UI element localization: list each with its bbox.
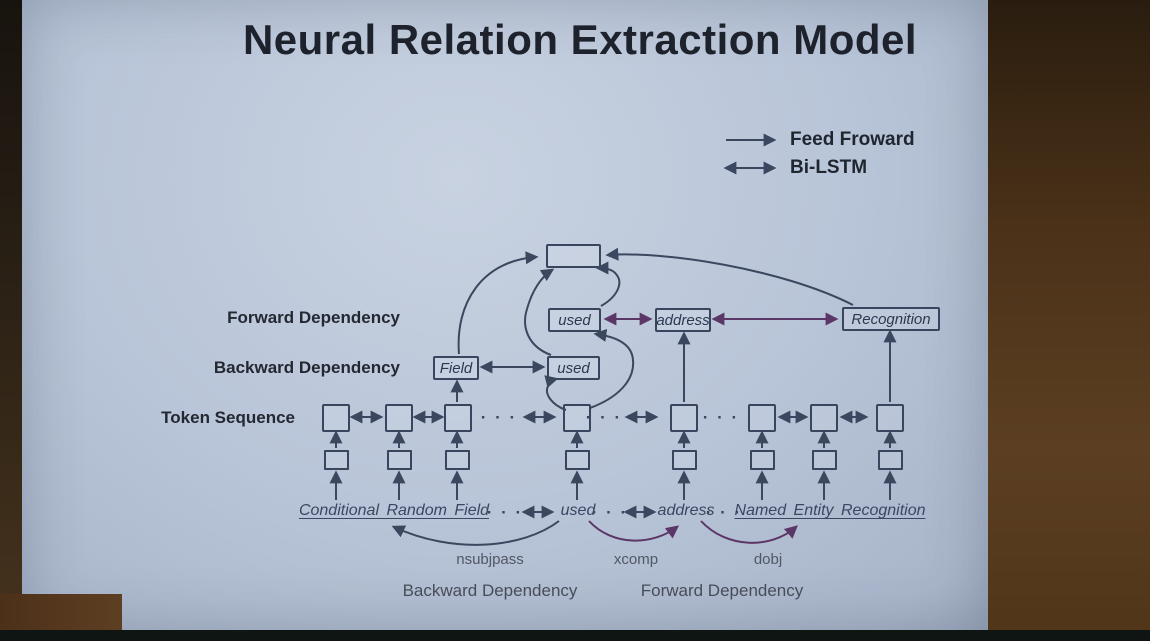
forward-box-recognition: Recognition [842, 307, 940, 331]
embedding-box [672, 450, 697, 470]
arc-label-dobj: dobj [753, 551, 783, 568]
bottom-dark-bar [0, 630, 1150, 641]
caption-backward-dependency: Backward Dependency [402, 581, 578, 600]
embedding-box [812, 450, 837, 470]
token-square [876, 404, 904, 432]
backward-box-used: used [547, 356, 600, 380]
room-wall-right [988, 0, 1150, 641]
token-square [748, 404, 776, 432]
legend-label-bilstm: Bi-LSTM [790, 157, 868, 178]
token-square [322, 404, 350, 432]
row-label-backward-dependency: Backward Dependency [213, 358, 400, 377]
forward-box-used: used [548, 308, 601, 332]
ellipsis: · · · [591, 503, 629, 522]
token-square [563, 404, 591, 432]
embedding-box [878, 450, 903, 470]
word-used: used [560, 502, 596, 519]
ellipsis: · · · [585, 408, 623, 427]
foreground-occlusion [0, 594, 122, 631]
slide-title: Neural Relation Extraction Model [242, 16, 918, 63]
embedding-box [387, 450, 412, 470]
token-square [444, 404, 472, 432]
legend-label-feed-forward: Feed Froward [790, 129, 915, 150]
arc-label-nsubjpass: nsubjpass [456, 551, 524, 568]
root-box [546, 244, 601, 268]
word-conditional-random-field: Conditional Random Field [298, 502, 490, 519]
screen-left-edge [0, 0, 22, 641]
embedding-box [565, 450, 590, 470]
embedding-box [750, 450, 775, 470]
embedding-box [324, 450, 349, 470]
embedding-box [445, 450, 470, 470]
token-square [670, 404, 698, 432]
backward-box-field: Field [433, 356, 479, 380]
row-label-forward-dependency: Forward Dependency [227, 308, 400, 327]
ellipsis: · · · [486, 503, 524, 522]
row-label-token-sequence: Token Sequence [161, 408, 295, 427]
ellipsis: · · · [480, 408, 518, 427]
word-named-entity-recognition: Named Entity Recognition [734, 502, 926, 519]
caption-forward-dependency: Forward Dependency [640, 581, 804, 600]
ellipsis: · · · [702, 408, 740, 427]
ellipsis: · · · [705, 503, 743, 522]
token-square [385, 404, 413, 432]
word-address: address [657, 502, 715, 519]
arc-label-xcomp: xcomp [613, 551, 659, 568]
token-square [810, 404, 838, 432]
forward-box-address: address [655, 308, 711, 332]
